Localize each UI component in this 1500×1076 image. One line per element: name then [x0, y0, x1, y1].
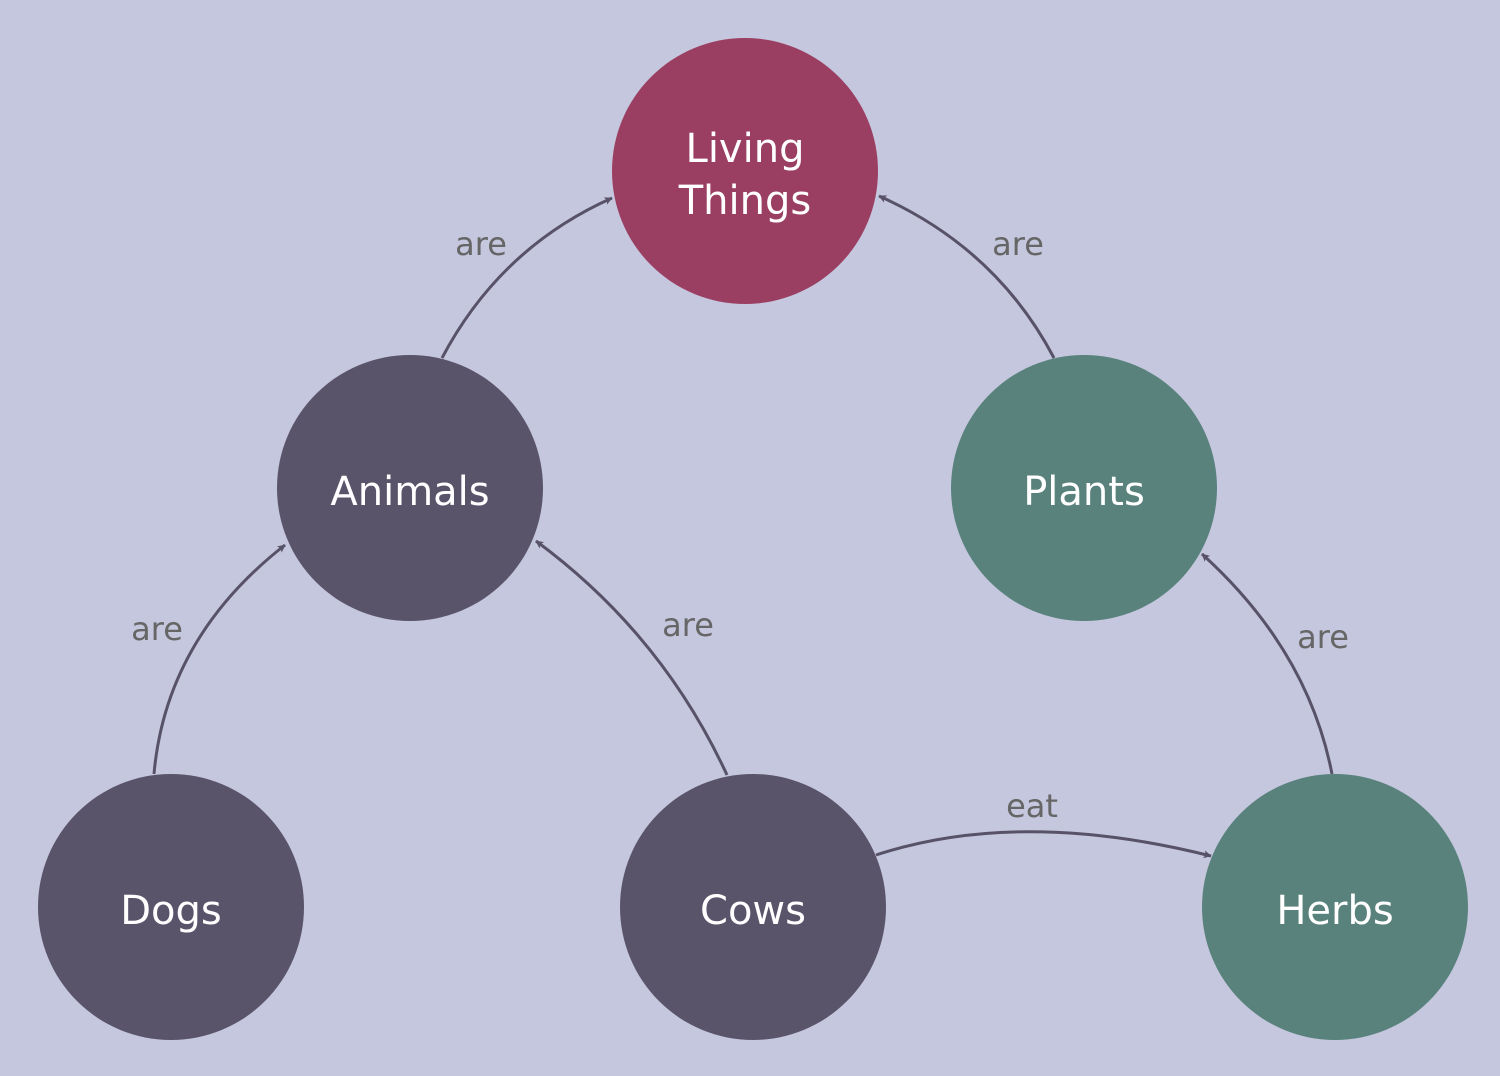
edge-cows-herbs: eat: [875, 787, 1212, 859]
edge-label-cows-animals: are: [662, 606, 714, 644]
node-label-plants: Plants: [1023, 469, 1145, 515]
edge-arrow-cows-animals: [535, 539, 729, 776]
edge-arrow-dogs-animals: [152, 543, 286, 775]
edge-plants-living: are: [878, 194, 1056, 359]
edge-arrow-plants-living: [878, 194, 1056, 359]
node-animals[interactable]: Animals: [277, 355, 543, 621]
node-label-living-line-1: Living: [686, 126, 805, 172]
edge-label-cows-herbs: eat: [1006, 787, 1058, 825]
edge-arrow-cows-herbs: [875, 830, 1212, 859]
node-label-herbs: Herbs: [1276, 888, 1393, 934]
edge-label-plants-living: are: [992, 225, 1044, 263]
edge-herbs-plants: are: [1200, 552, 1349, 775]
node-label-dogs: Dogs: [120, 888, 222, 934]
edge-label-herbs-plants: are: [1297, 618, 1349, 656]
node-circle-herbs[interactable]: [1202, 774, 1468, 1040]
edge-cows-animals: are: [535, 539, 729, 776]
edge-animals-living: are: [440, 196, 613, 359]
edges-layer: are are are are are eat: [131, 194, 1349, 859]
node-label-animals: Animals: [330, 469, 489, 515]
node-label-cows: Cows: [700, 888, 806, 934]
edge-label-animals-living: are: [455, 225, 507, 263]
node-plants[interactable]: Plants: [951, 355, 1217, 621]
edge-dogs-animals: are: [131, 543, 286, 775]
edge-arrow-animals-living: [440, 196, 613, 359]
node-dogs[interactable]: Dogs: [38, 774, 304, 1040]
node-label-living-line-2: Things: [678, 178, 811, 224]
node-herbs[interactable]: Herbs: [1202, 774, 1468, 1040]
node-cows[interactable]: Cows: [620, 774, 886, 1040]
node-circle-animals[interactable]: [277, 355, 543, 621]
node-circle-living[interactable]: [612, 38, 878, 304]
edge-label-dogs-animals: are: [131, 610, 183, 648]
edge-arrow-herbs-plants: [1200, 552, 1334, 775]
node-circle-cows[interactable]: [620, 774, 886, 1040]
node-circle-dogs[interactable]: [38, 774, 304, 1040]
node-circle-plants[interactable]: [951, 355, 1217, 621]
